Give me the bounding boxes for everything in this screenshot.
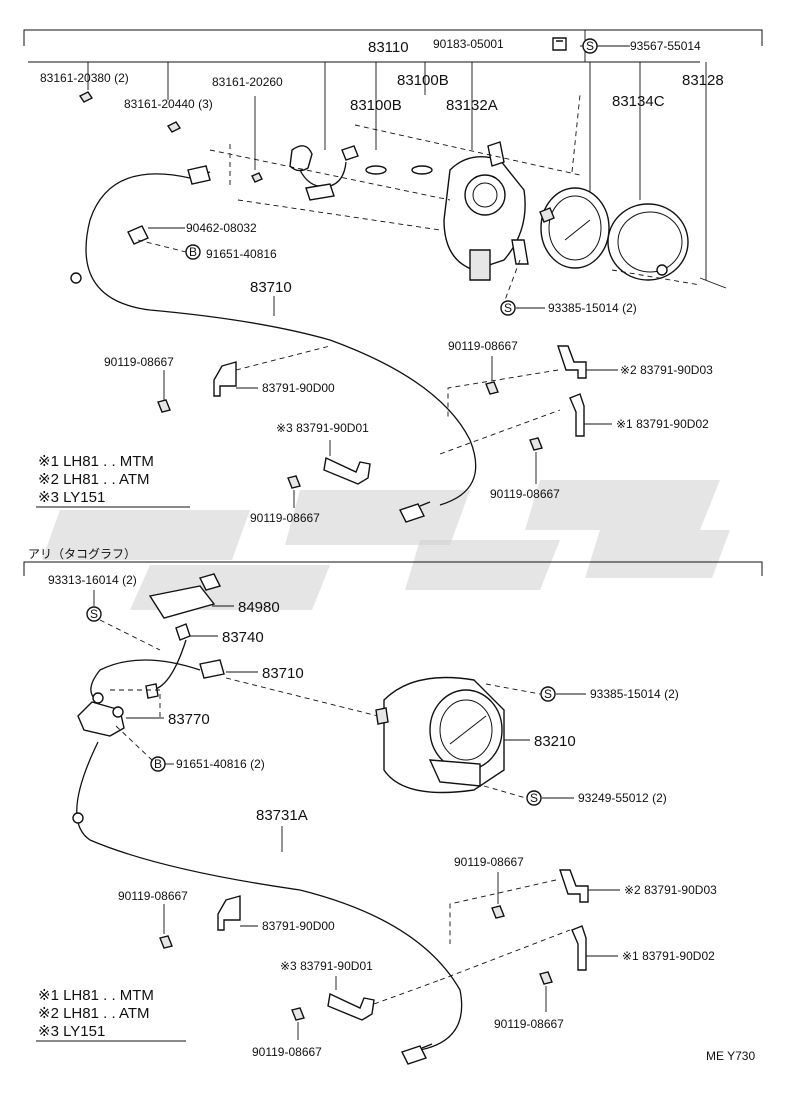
label-83791-90D01: ※3 83791-90D01	[276, 421, 369, 435]
legend-item: ※3 LY151	[38, 1023, 105, 1040]
label-90119-08667-f: 90119-08667	[454, 855, 524, 869]
label-93249-55012: 93249-55012 (2)	[578, 791, 667, 805]
gearbox-83770	[77, 692, 125, 737]
label-83161-20260: 83161-20260	[212, 75, 283, 89]
clamp-90462-icon	[127, 225, 149, 245]
legend-top: ※1 LH81 . . MTM ※2 LH81 . . ATM ※3 LY151	[36, 453, 190, 508]
diagram-code: ME Y730	[706, 1049, 755, 1063]
svg-text:S: S	[586, 39, 594, 53]
s-marker-icon: S	[526, 790, 542, 806]
svg-text:S: S	[530, 791, 538, 805]
label-83110: 83110	[368, 39, 409, 56]
bolt-83161-20380-icon	[78, 91, 94, 103]
connector-83740-icon	[175, 623, 191, 641]
speedometer-cable-83731A	[76, 741, 463, 1051]
meter-housing-83132A	[443, 141, 529, 281]
label-83134C: 83134C	[612, 93, 665, 110]
bracket-83791-90D01-icon	[327, 992, 375, 1021]
bolt-83161-20260-icon	[251, 172, 263, 183]
legend-bottom: ※1 LH81 . . MTM ※2 LH81 . . ATM ※3 LY151	[36, 987, 186, 1042]
label-90119-08667-a: 90119-08667	[104, 355, 174, 369]
label-90119-08667-g: 90119-08667	[252, 1045, 322, 1059]
label-83791-90D01-b: ※3 83791-90D01	[280, 959, 373, 973]
label-83731A: 83731A	[256, 807, 308, 824]
bracket-83791-90D01-icon	[323, 456, 371, 485]
label-83210: 83210	[534, 733, 576, 750]
label-90119-08667-h: 90119-08667	[494, 1017, 564, 1031]
bracket-83791-90D02-icon	[571, 925, 587, 971]
label-93567-55014: 93567-55014	[630, 39, 701, 53]
screw-83128-icon	[699, 277, 727, 289]
s-marker-icon: S	[86, 606, 102, 622]
label-83710-top: 83710	[250, 279, 292, 296]
bottom-frame	[23, 561, 763, 576]
label-83791-90D03: ※2 83791-90D03	[620, 363, 713, 377]
label-90119-08667-d: 90119-08667	[490, 487, 560, 501]
label-93313-16014: 93313-16014 (2)	[48, 573, 137, 587]
cable-end-83710-icon	[199, 659, 225, 679]
svg-text:S: S	[544, 687, 552, 701]
label-93385-15014-2: 93385-15014 (2)	[590, 687, 679, 701]
legend-item: ※1 LH81 . . MTM	[38, 453, 154, 470]
legend-item: ※2 LH81 . . ATM	[38, 471, 150, 488]
speedometer-gauge	[539, 187, 610, 269]
b-marker-icon: B	[185, 244, 201, 260]
top-frame	[23, 29, 763, 46]
section-title: アリ（タコグラフ）	[28, 547, 136, 561]
harness-83110	[289, 145, 359, 201]
s-marker-icon: S	[500, 300, 516, 316]
legend-item: ※2 LH81 . . ATM	[38, 1005, 150, 1022]
label-83791-90D00-b: 83791-90D00	[262, 919, 335, 933]
label-83161-20440: 83161-20440 (3)	[124, 97, 213, 111]
label-83128: 83128	[682, 72, 724, 89]
label-90119-08667-e: 90119-08667	[118, 889, 188, 903]
label-84980: 84980	[238, 599, 280, 616]
speedometer-cable-83710	[85, 173, 477, 506]
label-83791-90D00: 83791-90D00	[262, 381, 335, 395]
svg-text:S: S	[90, 607, 98, 621]
cable-end-top-icon	[187, 165, 211, 185]
cable-end-bottom-icon	[401, 1043, 433, 1065]
label-91651-40816: 91651-40816	[206, 247, 277, 261]
label-90119-08667-c: 90119-08667	[250, 511, 320, 525]
label-83100B-a: 83100B	[397, 72, 449, 89]
bracket-83791-90D00-icon	[217, 895, 241, 931]
bracket-83791-90D02-icon	[569, 393, 585, 437]
legend-item: ※3 LY151	[38, 489, 105, 506]
label-83740: 83740	[222, 629, 264, 646]
label-93385-15014: 93385-15014 (2)	[548, 301, 637, 315]
label-90183-05001: 90183-05001	[433, 37, 504, 51]
label-83161-20380: 83161-20380 (2)	[40, 71, 129, 85]
s-marker-icon: S	[540, 686, 556, 702]
label-90119-08667-b: 90119-08667	[448, 339, 518, 353]
label-91651-40816-2: 91651-40816 (2)	[176, 757, 265, 771]
bracket-83791-90D03-icon	[559, 869, 589, 903]
label-83791-90D03-b: ※2 83791-90D03	[624, 883, 717, 897]
lamp-83100B-b-icon	[411, 165, 433, 175]
clip-90183-icon	[552, 37, 567, 51]
s-marker-icon: S	[582, 38, 598, 54]
label-83710-bottom: 83710	[262, 665, 304, 682]
svg-text:B: B	[189, 245, 197, 259]
label-83791-90D02-b: ※1 83791-90D02	[622, 949, 715, 963]
label-83770: 83770	[168, 711, 210, 728]
sensor-84980	[148, 573, 222, 619]
svg-text:B: B	[154, 757, 162, 771]
bolt-83161-20440-icon	[166, 121, 182, 133]
lamp-83100B-a-icon	[365, 165, 387, 175]
bracket-83791-90D00-icon	[213, 361, 237, 397]
cable-end-bottom-icon	[399, 501, 431, 523]
b-marker-icon: B	[150, 756, 166, 772]
label-83791-90D02: ※1 83791-90D02	[616, 417, 709, 431]
bottom-section: アリ（タコグラフ） 93313-16014 (2) S 84980 83740 …	[23, 547, 763, 1065]
legend-item: ※1 LH81 . . MTM	[38, 987, 154, 1004]
meter-glass-83134C	[607, 203, 689, 281]
top-section: 83110 90183-05001 93567-55014 83161-2038…	[23, 29, 763, 525]
bracket-83791-90D03-icon	[557, 345, 587, 379]
watermark	[42, 480, 730, 610]
svg-text:S: S	[504, 301, 512, 315]
label-90462-08032: 90462-08032	[186, 221, 257, 235]
tachograph-83210	[375, 676, 505, 794]
